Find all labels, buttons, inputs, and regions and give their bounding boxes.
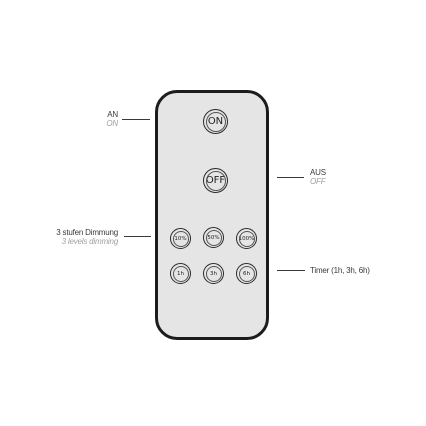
off-button-label: OFF [205, 175, 226, 186]
on-button-label: ON [207, 116, 224, 127]
on-button[interactable]: ON [203, 109, 228, 134]
dimming-callout: 3 stufen Dimmung 3 levels dimming [20, 228, 118, 246]
dimming-callout-de: 3 stufen Dimmung [56, 228, 118, 237]
dim-50-button[interactable]: 50% [203, 227, 224, 248]
off-callout: AUS OFF [310, 168, 326, 186]
on-callout-en: ON [106, 119, 118, 128]
dim-100-button[interactable]: 100% [236, 228, 257, 249]
on-callout: AN ON [80, 110, 118, 128]
off-callout-line [277, 177, 304, 178]
remote-control: ON OFF 10% 50% 100% 1h 3h 6h [155, 90, 269, 340]
on-callout-de: AN [107, 110, 118, 119]
timer-callout-text: Timer (1h, 3h, 6h) [310, 266, 370, 275]
timer-3h-label: 3h [210, 270, 217, 277]
dimming-callout-line [124, 236, 151, 237]
dim-50-label: 50% [207, 234, 220, 241]
off-button[interactable]: OFF [203, 168, 228, 193]
off-callout-de: AUS [310, 168, 326, 177]
dim-10-label: 10% [174, 235, 187, 242]
on-callout-line [122, 119, 150, 120]
timer-6h-button[interactable]: 6h [236, 263, 257, 284]
off-callout-en: OFF [310, 177, 326, 186]
dimming-callout-en: 3 levels dimming [61, 237, 119, 246]
timer-callout-line [277, 270, 305, 271]
timer-3h-button[interactable]: 3h [203, 263, 224, 284]
dim-100-label: 100% [238, 235, 255, 242]
timer-6h-label: 6h [243, 270, 250, 277]
timer-1h-button[interactable]: 1h [170, 263, 191, 284]
timer-1h-label: 1h [177, 270, 184, 277]
dim-10-button[interactable]: 10% [170, 228, 191, 249]
timer-callout: Timer (1h, 3h, 6h) [310, 266, 370, 275]
